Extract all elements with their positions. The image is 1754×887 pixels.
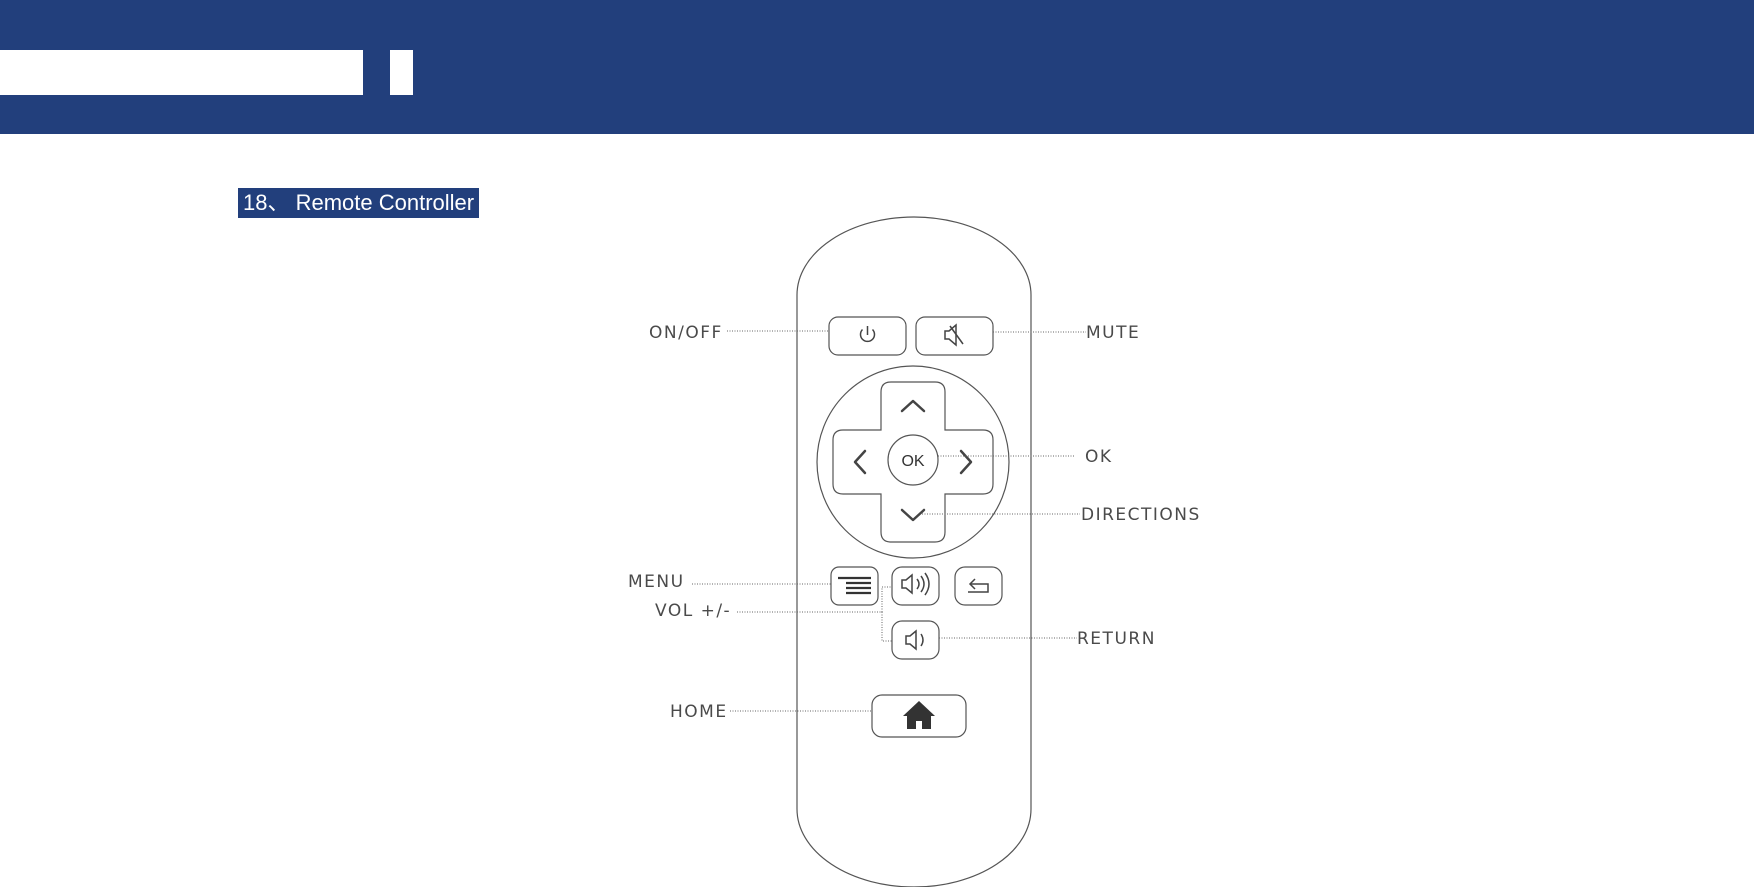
mute-icon [944, 323, 964, 347]
mute-button[interactable] [915, 316, 994, 356]
dpad-cross[interactable] [832, 381, 994, 543]
header-bar-long [0, 50, 363, 95]
ok-button[interactable]: OK [887, 434, 939, 486]
menu-icon [838, 576, 871, 595]
home-icon [903, 701, 935, 729]
label-return: RETURN [1077, 629, 1156, 649]
leader-lines [692, 330, 1086, 712]
ok-button-label: OK [901, 453, 924, 470]
chevron-down-icon[interactable] [900, 508, 926, 522]
return-icon [968, 578, 989, 593]
return-button[interactable] [954, 566, 1003, 606]
volume-down-icon [905, 629, 924, 651]
chevron-left-icon[interactable] [853, 449, 867, 475]
remote-body [796, 216, 1032, 887]
header-bar-short [390, 50, 413, 95]
power-icon [859, 326, 876, 343]
label-on-off: ON/OFF [649, 323, 723, 343]
label-ok: OK [1085, 447, 1113, 467]
power-button[interactable] [828, 316, 907, 356]
chevron-right-icon[interactable] [959, 449, 973, 475]
section-title: 18、 Remote Controller [238, 188, 480, 218]
volume-up-button[interactable] [891, 566, 940, 606]
home-button[interactable] [871, 694, 967, 738]
label-vol: VOL +/- [655, 601, 731, 621]
label-home: HOME [670, 702, 728, 722]
volume-down-button[interactable] [891, 620, 940, 660]
menu-button[interactable] [830, 566, 879, 606]
chevron-up-icon[interactable] [900, 399, 926, 413]
label-menu: MENU [628, 572, 685, 592]
label-mute: MUTE [1086, 323, 1140, 343]
dpad-ring [816, 365, 1010, 559]
label-directions: DIRECTIONS [1081, 505, 1201, 525]
volume-up-icon [901, 572, 930, 596]
